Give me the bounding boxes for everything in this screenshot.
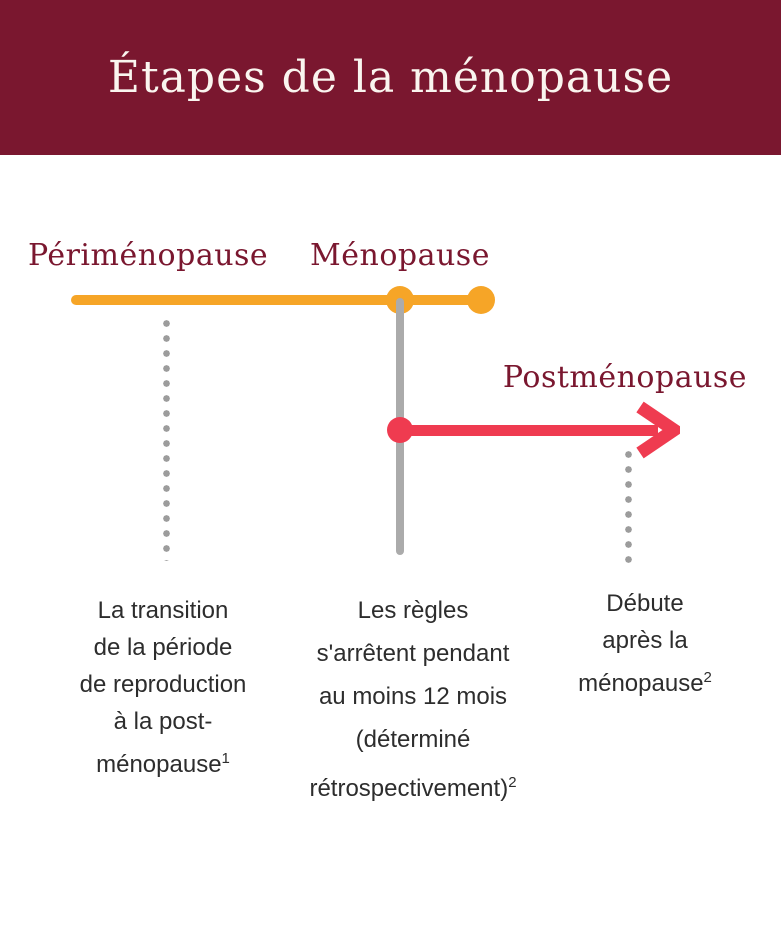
header-banner: Étapes de la ménopause: [0, 0, 781, 155]
description-line: Les règles: [357, 597, 469, 624]
description-line: Débute: [606, 590, 684, 617]
description-line: s'arrêtent pendant: [316, 640, 510, 667]
description-line: de reproduction: [79, 671, 247, 698]
perimenopause-end-dot: [467, 286, 495, 314]
description-line: au moins 12 mois: [318, 683, 508, 710]
perimenopause-dotted-connector: [163, 316, 170, 561]
description-line: de la période: [93, 634, 233, 661]
description-line: (déterminé: [355, 726, 471, 753]
label-menopause: Ménopause: [310, 238, 490, 273]
description-line: à la post-: [113, 708, 213, 735]
page-title: Étapes de la ménopause: [107, 52, 674, 103]
perimenopause-description: La transition de la période de reproduct…: [43, 592, 283, 783]
label-postmenopause: Postménopause: [502, 360, 748, 395]
postmenopause-arrow-line: [400, 425, 658, 436]
description-line: après la: [602, 627, 688, 654]
footnote-marker: 2: [703, 669, 712, 686]
perimenopause-line: [71, 295, 482, 305]
label-perimenopause: Périménopause: [28, 238, 269, 273]
postmenopause-description: Débute après la ménopause2: [557, 585, 733, 702]
menopause-description: Les règles s'arrêtent pendant au moins 1…: [288, 589, 538, 810]
description-text: rétrospectivement): [309, 775, 509, 802]
description-line: La transition: [97, 597, 229, 624]
footnote-marker: 2: [508, 774, 517, 791]
postmenopause-dotted-connector: [625, 447, 632, 565]
description-line: ménopause1: [43, 740, 283, 783]
description-text: ménopause: [578, 670, 704, 697]
postmenopause-start-dot: [387, 417, 413, 443]
description-line: rétrospectivement)2: [288, 761, 538, 810]
description-text: ménopause: [96, 751, 222, 778]
arrowhead-icon: [636, 401, 680, 459]
description-line: ménopause2: [557, 659, 733, 702]
footnote-marker: 1: [221, 750, 230, 767]
